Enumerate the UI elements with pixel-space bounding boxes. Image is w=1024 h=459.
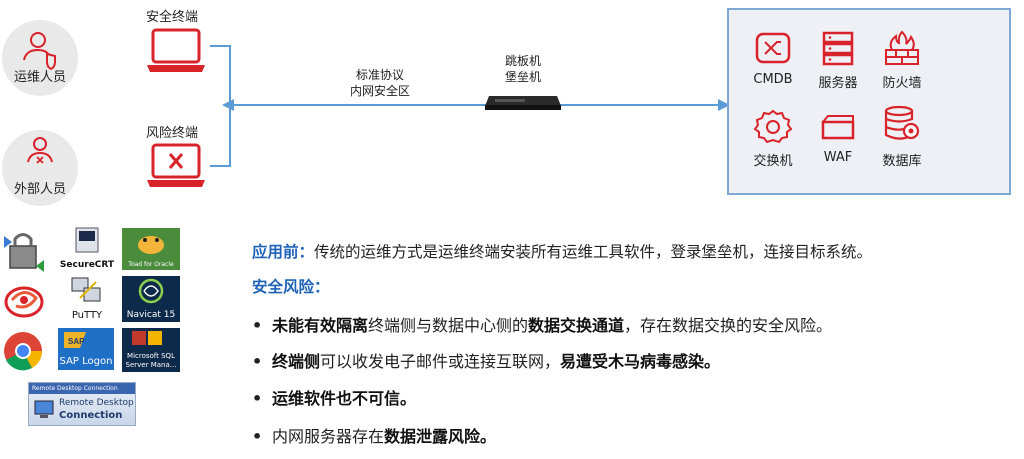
remote-desktop-titlebar: Remote Desktop Connection <box>29 383 135 394</box>
securecrt-icon <box>75 227 99 253</box>
secure-terminal-label: 安全终端 <box>146 10 199 25</box>
protocol-label-line2: 内网安全区 <box>349 84 410 98</box>
dc-item-label: 服务器 <box>818 76 858 91</box>
cmdb-icon <box>755 32 791 64</box>
sap-logon-tile: SAP SAP Logon <box>58 328 114 370</box>
jump-server-label: 跳板机 堡垒机 <box>488 53 558 85</box>
navicat-tile: Navicat 15 <box>122 276 180 322</box>
jump-server-label-line1: 跳板机 <box>504 54 541 68</box>
toad-label: Toad for Oracle <box>128 261 174 268</box>
risk-terminal-label: 风险终端 <box>146 126 199 141</box>
sap-logon-label: SAP Logon <box>59 356 113 367</box>
bullet-mark: • <box>252 316 263 335</box>
b1-tail: ，存在数据交换的安全风险。 <box>624 316 833 335</box>
securecrt-tile: SecureCRT <box>58 226 116 272</box>
putty-icon <box>71 277 101 302</box>
ops-person-label: 运维人员 <box>13 70 66 85</box>
secure-laptop-icon <box>147 28 205 72</box>
putty-label: PuTTY <box>71 310 103 321</box>
navicat-label: Navicat 15 <box>126 310 176 320</box>
mssql-tile: Microsoft SQL Server Mana... <box>122 328 180 372</box>
remote-desktop-label-1: Remote Desktop <box>59 398 134 408</box>
dc-item-switch: 交换机 <box>733 108 813 169</box>
waf-icon <box>821 115 855 140</box>
b4-bold: 数据泄露风险。 <box>384 427 497 446</box>
before-line: 应用前：传统的运维方式是运维终端安装所有运维工具软件，登录堡垒机，连接目标系统。 <box>252 240 872 262</box>
risk-bullet-2: • 终端侧可以收发电子邮件或连接互联网，易遭受木马病毒感染。 <box>252 348 720 372</box>
risk-title-text: 安全风险： <box>252 278 330 296</box>
risk-bullet-3: • 运维软件也不可信。 <box>252 385 416 409</box>
dc-item-label: WAF <box>823 150 853 165</box>
external-person-avatar <box>2 130 78 206</box>
ops-person-icon <box>23 32 56 71</box>
jump-server-label-line2: 堡垒机 <box>504 70 541 84</box>
securecrt-label: SecureCRT <box>59 260 115 270</box>
dc-item-server: 服务器 <box>798 30 878 91</box>
b2-mid: 可以收发电子邮件或连接互联网， <box>320 352 561 371</box>
dc-item-waf: WAF <box>798 108 878 165</box>
before-body: 传统的运维方式是运维终端安装所有运维工具软件，登录堡垒机，连接目标系统。 <box>314 243 873 261</box>
toad-icon <box>138 236 164 254</box>
b1-bold: 未能有效隔离 <box>272 316 369 335</box>
protocol-label: 标准协议 内网安全区 <box>330 67 430 99</box>
sap-icon: SAP <box>64 332 86 348</box>
remote-desktop-icon <box>34 400 54 418</box>
navicat-icon <box>138 278 164 304</box>
mssql-label-2: Server Mana... <box>125 361 177 369</box>
risk-bullet-1: • 未能有效隔离终端侧与数据中心侧的数据交换通道，存在数据交换的安全风险。 <box>252 312 832 336</box>
server-icon <box>822 31 854 66</box>
bullet-mark: • <box>252 389 263 408</box>
svg-text:SAP: SAP <box>68 337 85 346</box>
external-person-label: 外部人员 <box>13 182 66 197</box>
remote-desktop-label-2: Connection <box>59 410 123 421</box>
dc-item-firewall: 防火墙 <box>862 30 942 91</box>
b1-bold2: 数据交换通道 <box>528 316 625 335</box>
putty-tile: PuTTY <box>62 276 112 322</box>
mssql-label-1: Microsoft SQL <box>127 352 175 360</box>
chrome-icon <box>4 332 43 371</box>
firewall-icon <box>885 30 919 65</box>
swirl-app-icon <box>4 286 44 318</box>
connection-arrow <box>222 99 730 111</box>
database-icon <box>884 105 920 140</box>
dc-item-database: 数据库 <box>862 104 942 169</box>
dc-item-label: CMDB <box>753 72 793 87</box>
datacenter-panel <box>727 8 1011 195</box>
dc-item-label: 交换机 <box>753 154 793 169</box>
before-label: 应用前： <box>252 243 315 261</box>
risk-title: 安全风险： <box>252 275 330 297</box>
external-person-icon <box>27 137 53 164</box>
dc-item-label: 数据库 <box>882 154 922 169</box>
b1-mid: 终端侧与数据中心侧的 <box>368 316 529 335</box>
remote-desktop-tile: Remote Desktop Connection Remote Desktop… <box>28 382 136 426</box>
risk-bullet-4: • 内网服务器存在数据泄露风险。 <box>252 423 496 447</box>
bastion-host-icon <box>485 96 561 110</box>
lock-transfer-icon <box>4 233 44 272</box>
risk-laptop-icon <box>147 143 205 187</box>
dc-item-cmdb: CMDB <box>733 30 813 87</box>
toad-tile: Toad for Oracle <box>122 228 180 270</box>
bullet-mark: • <box>252 427 263 446</box>
b3-bold: 运维软件也不可信。 <box>272 389 417 408</box>
switch-icon <box>753 109 793 144</box>
ops-person-avatar <box>2 20 78 96</box>
b2-bold2: 易遭受木马病毒感染。 <box>560 352 721 371</box>
b4-mid: 内网服务器存在 <box>272 427 385 446</box>
b2-bold: 终端侧 <box>272 352 321 371</box>
bullet-mark: • <box>252 352 263 371</box>
dc-item-label: 防火墙 <box>882 76 922 91</box>
protocol-label-line1: 标准协议 <box>355 68 404 82</box>
mssql-icon <box>132 331 162 345</box>
